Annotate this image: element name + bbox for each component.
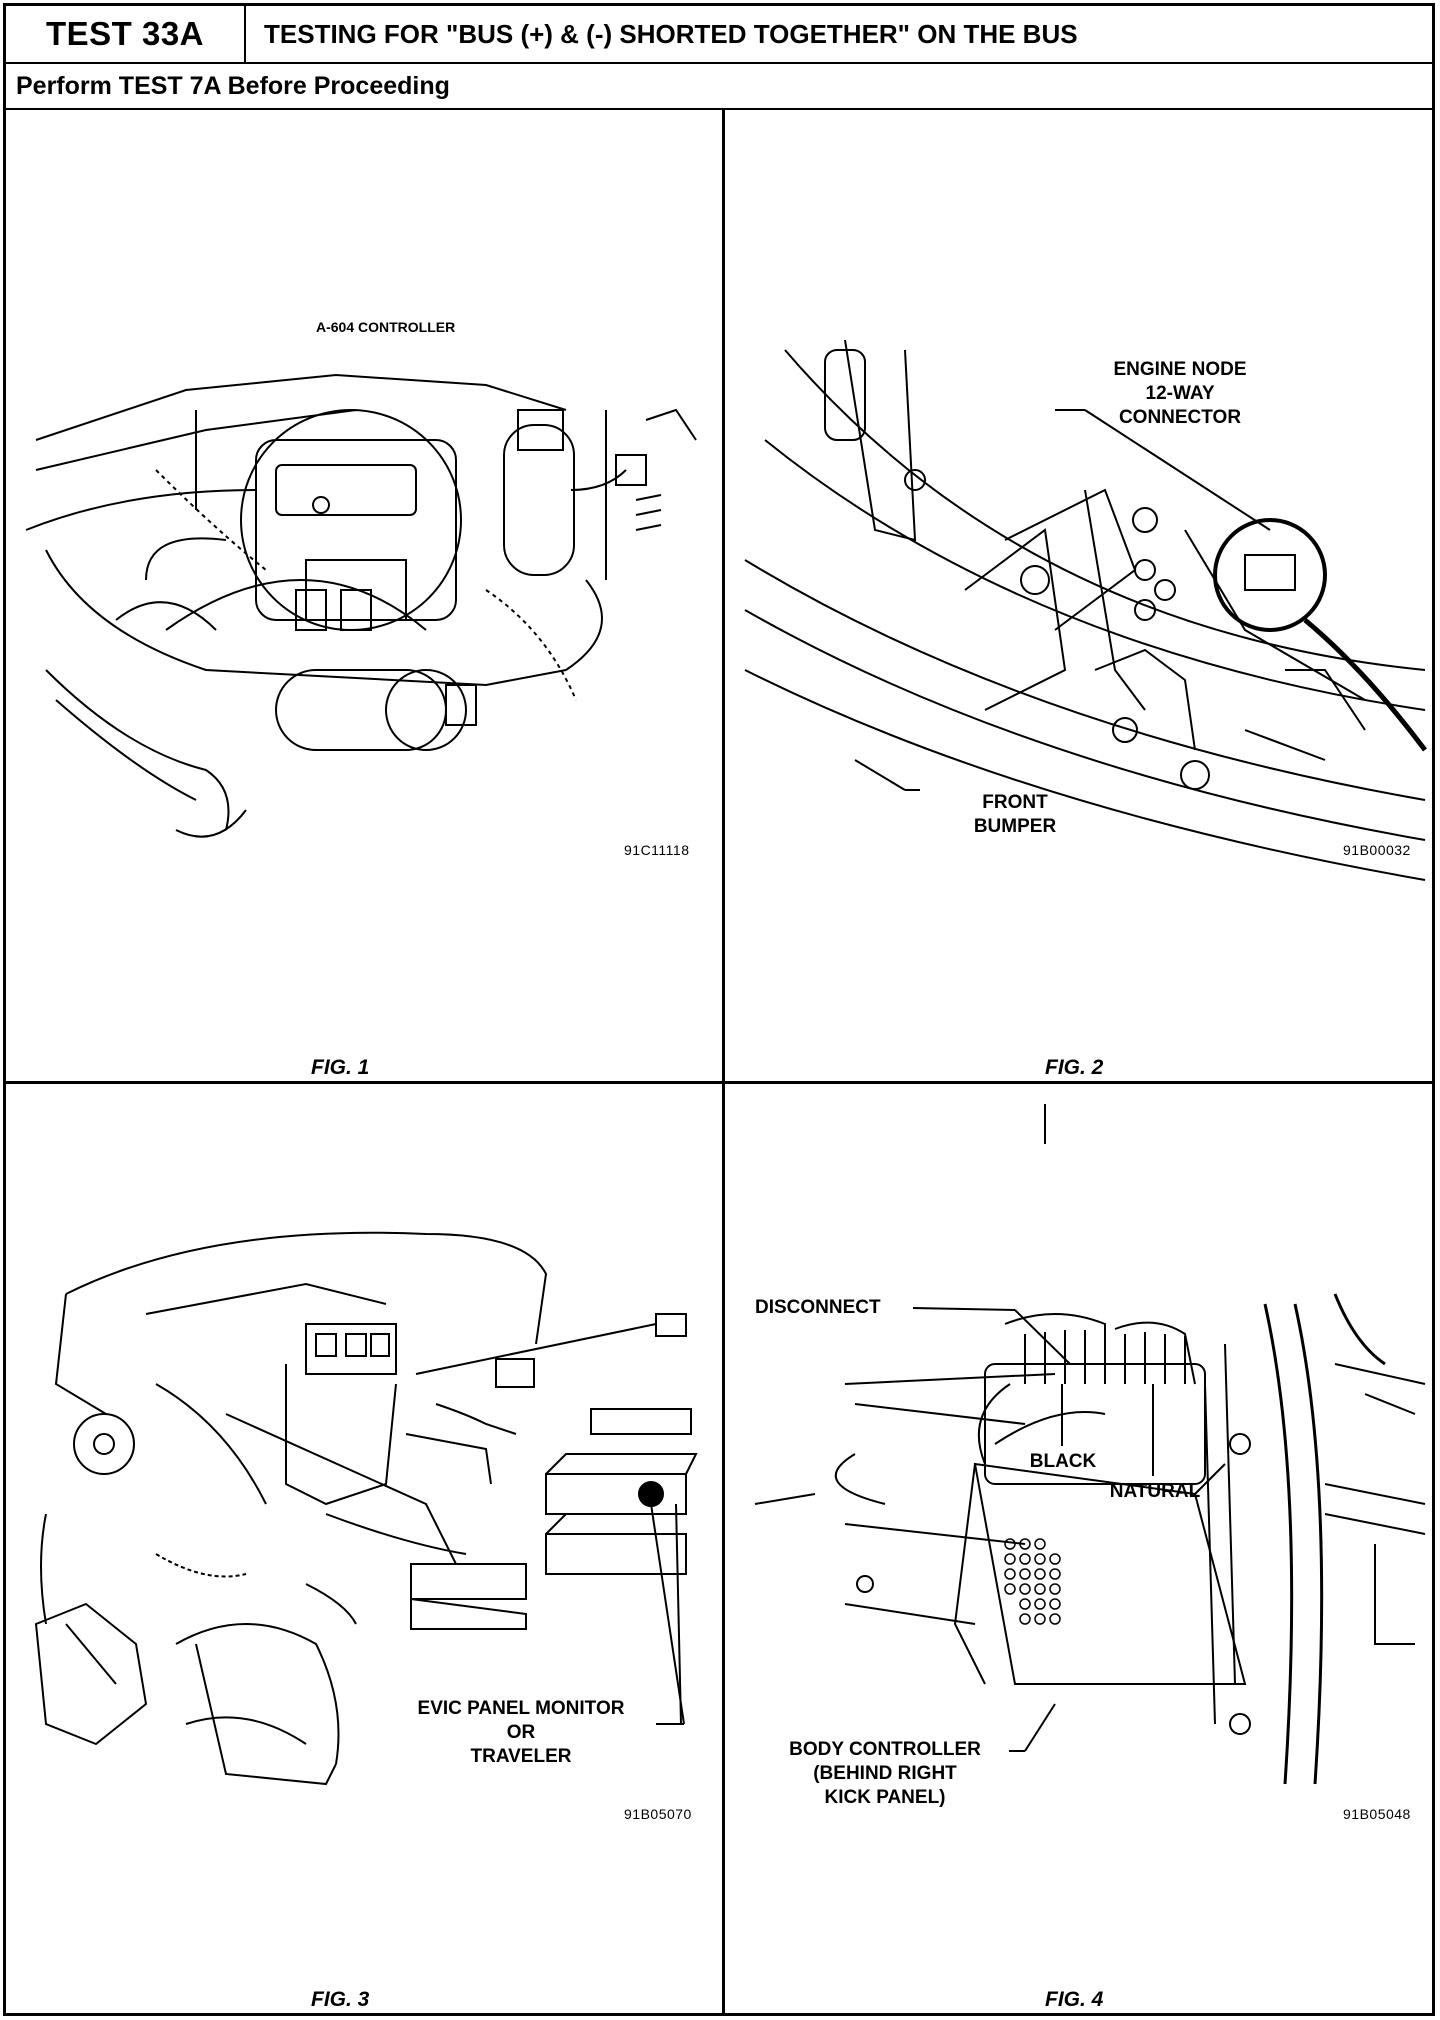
header-row: TEST 33A TESTING FOR "BUS (+) & (-) SHOR…: [6, 6, 1432, 64]
figure-1-code: 91C11118: [624, 842, 690, 858]
figure-3-caption: FIG. 3: [311, 1988, 370, 2011]
label-traveler: TRAVELER: [470, 1746, 572, 1767]
test-title: TESTING FOR "BUS (+) & (-) SHORTED TOGET…: [264, 18, 1078, 49]
figure-4-caption: FIG. 4: [1045, 1988, 1104, 2011]
figure-2-illustration: [744, 339, 1427, 881]
test-sheet: TEST 33A TESTING FOR "BUS (+) & (-) SHOR…: [3, 3, 1435, 2016]
figure-1-illustration: [25, 373, 697, 838]
label-body-controller: BODY CONTROLLER: [789, 1739, 981, 1760]
label-engine-node: ENGINE NODE: [1113, 359, 1247, 380]
figure-2-panel: ENGINE NODE 12-WAY CONNECTOR FRONT BUMPE…: [725, 110, 1432, 1081]
label-disconnect: DISCONNECT: [755, 1297, 881, 1318]
figure-2-caption: FIG. 2: [1045, 1056, 1104, 1079]
figure-3-illustration: [34, 1231, 698, 1786]
label-natural: NATURAL: [1109, 1481, 1201, 1502]
figure-2-code: 91B00032: [1343, 842, 1411, 858]
figure-1-panel: A-604 CONTROLLER 91C11118 FIG. 1: [6, 110, 722, 1081]
test-id: TEST 33A: [6, 6, 246, 62]
label-evic-panel-monitor: EVIC PANEL MONITOR: [417, 1698, 625, 1719]
label-kick-panel: KICK PANEL): [824, 1787, 946, 1808]
figure-1-caption: FIG. 1: [311, 1056, 370, 1079]
prerequisite-note: Perform TEST 7A Before Proceeding: [6, 64, 1432, 110]
label-bumper: BUMPER: [973, 816, 1057, 837]
label-12-way: 12-WAY: [1145, 383, 1215, 404]
vertical-divider: [722, 110, 725, 2013]
label-or: OR: [506, 1722, 536, 1743]
label-behind-right: (BEHIND RIGHT: [813, 1763, 957, 1784]
horizontal-divider: [6, 1081, 1432, 1084]
figure-4-panel: DISCONNECT BLACK NATURAL BODY CONTROLLER…: [725, 1084, 1432, 2013]
label-connector: CONNECTOR: [1118, 407, 1242, 428]
figure-3-code: 91B05070: [624, 1806, 692, 1822]
label-a604-controller: A-604 CONTROLLER: [316, 319, 456, 335]
label-front: FRONT: [982, 792, 1048, 813]
figure-4-code: 91B05048: [1343, 1806, 1411, 1822]
label-black: BLACK: [1029, 1451, 1097, 1472]
figure-4-illustration: [754, 1104, 1426, 1785]
figure-3-panel: EVIC PANEL MONITOR OR TRAVELER 91B05070 …: [6, 1084, 722, 2013]
